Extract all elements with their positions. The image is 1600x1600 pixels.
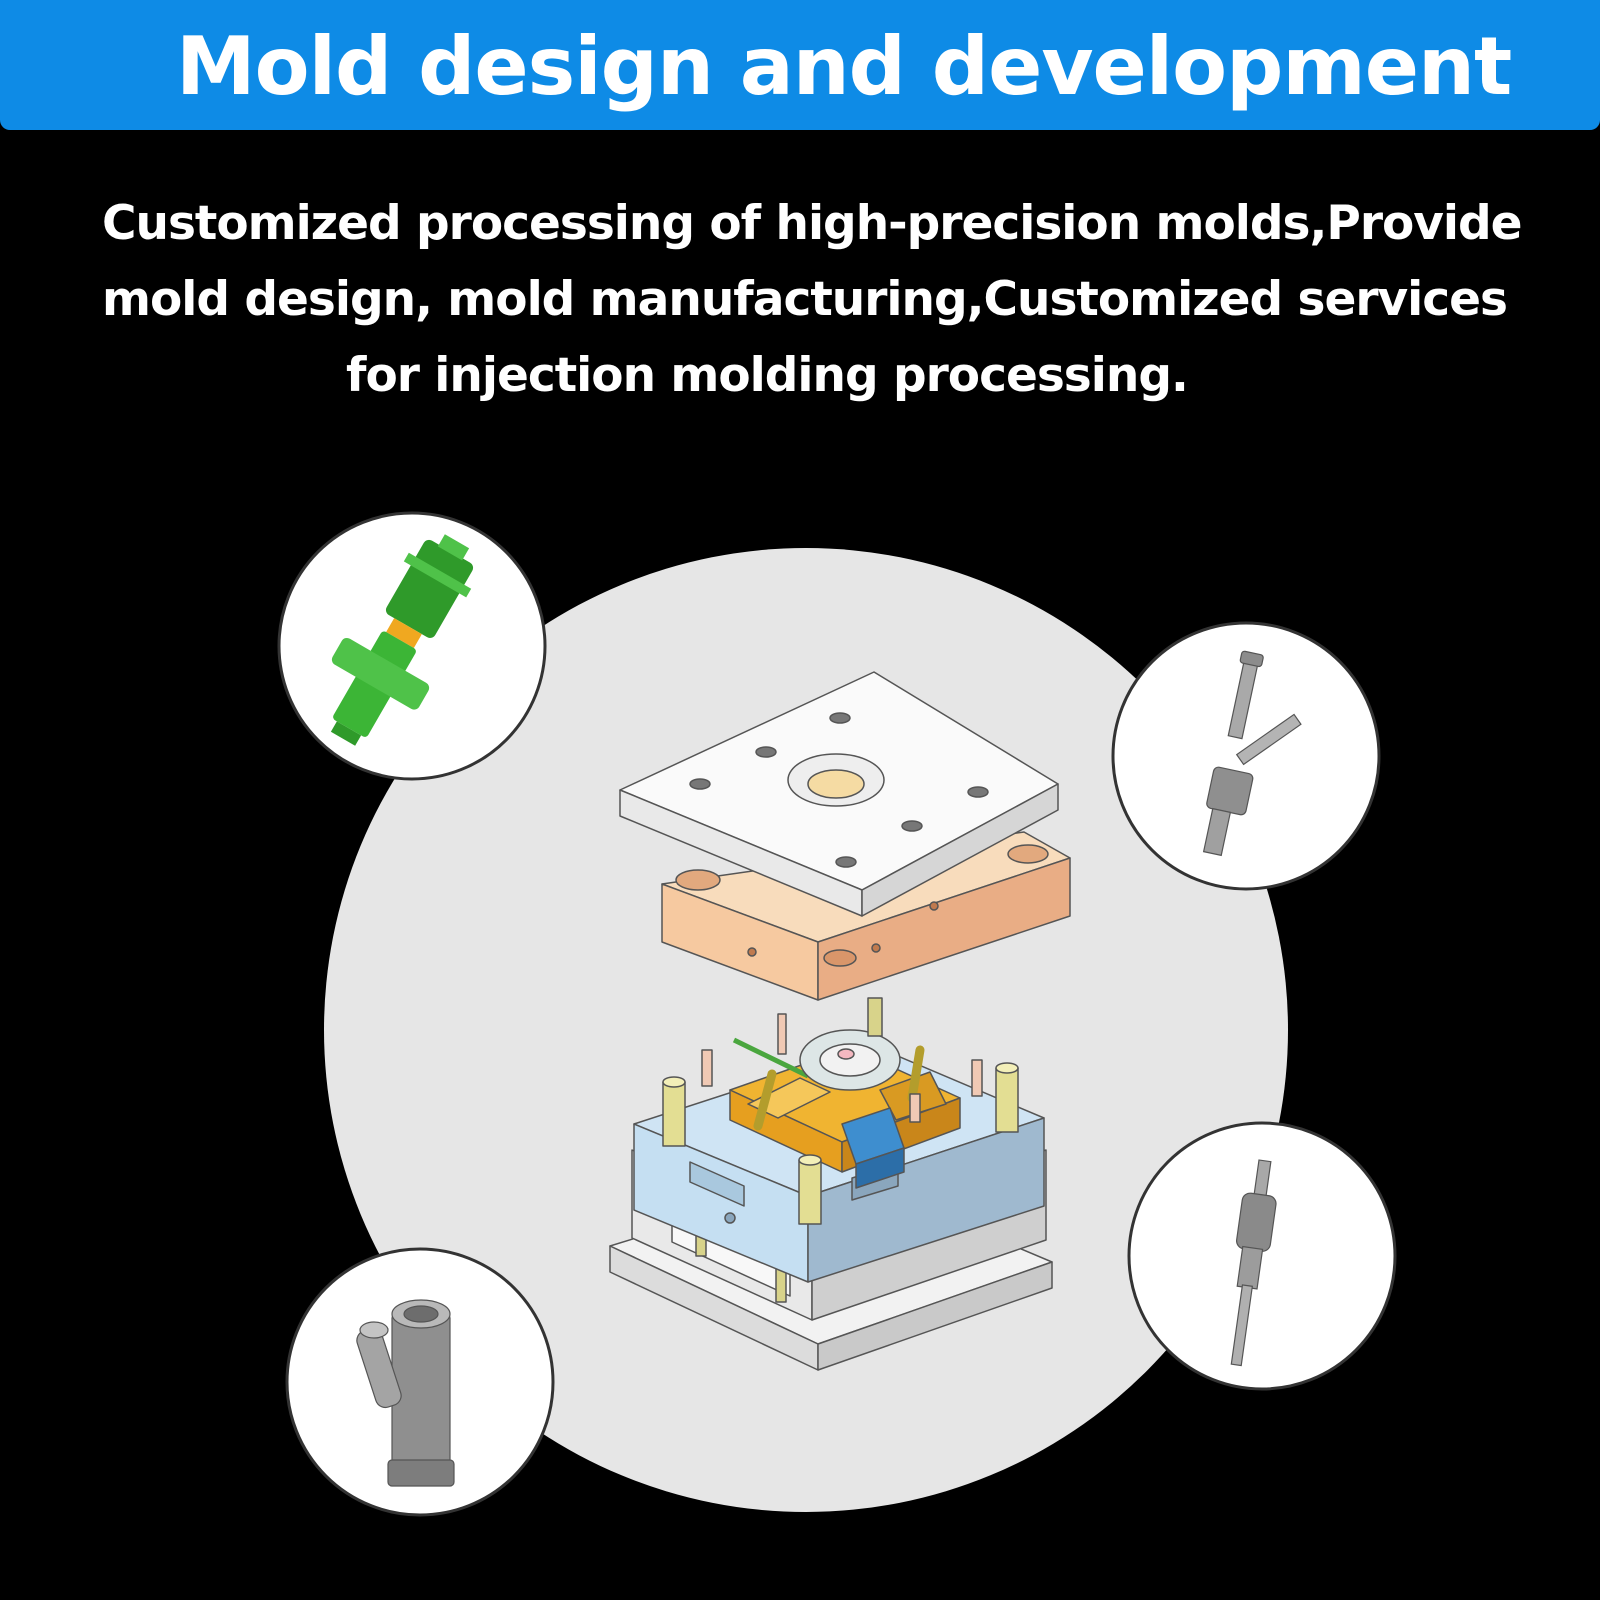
green-luer-connector-icon bbox=[277, 511, 547, 781]
guide-bushing-icon bbox=[662, 1062, 1019, 1225]
page-title: Mold design and development bbox=[176, 20, 1512, 113]
y-branch-tube-icon bbox=[1111, 621, 1381, 891]
description-line-2: mold design, mold manufacturing,Customiz… bbox=[102, 272, 1508, 327]
description: Customized processing of high-precision … bbox=[60, 186, 1560, 414]
description-line-3: for injection molding processing. bbox=[346, 348, 1189, 403]
inline-chamber-tube-icon bbox=[1127, 1121, 1397, 1391]
mold-assembly-icon bbox=[609, 671, 1071, 1371]
header-banner: Mold design and development bbox=[0, 0, 1600, 130]
description-line-1: Customized processing of high-precision … bbox=[102, 196, 1523, 251]
y-connector-icon bbox=[285, 1247, 555, 1517]
